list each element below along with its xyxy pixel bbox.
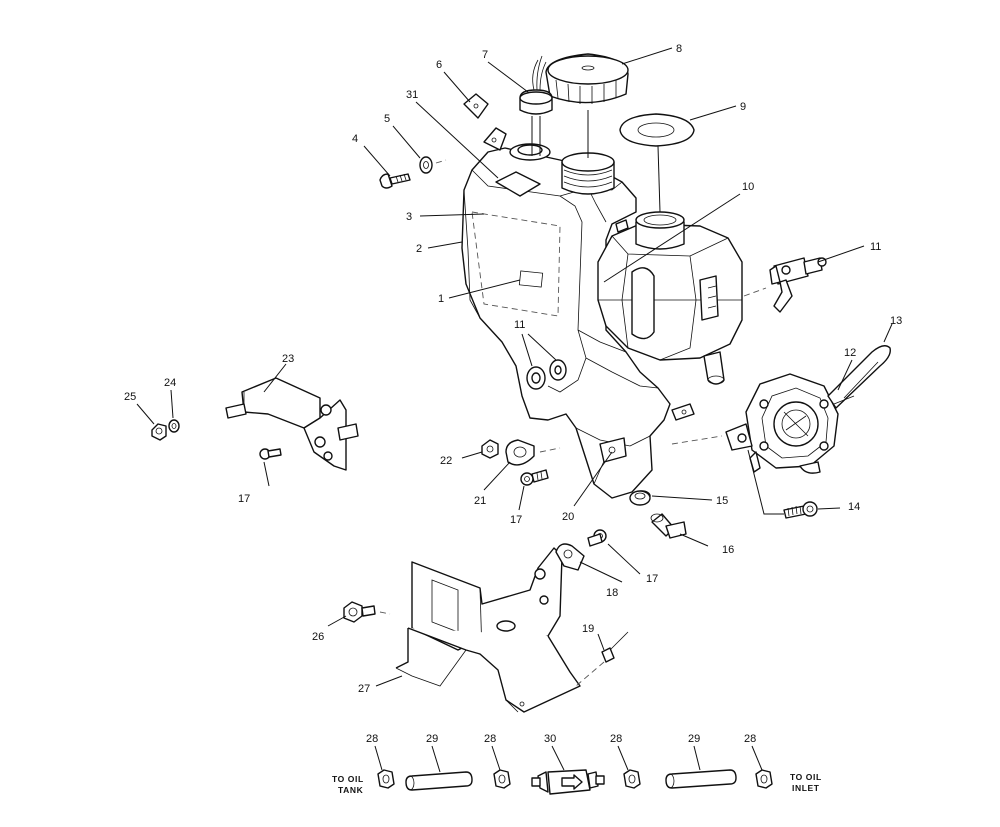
callout-28-c: 28 [610, 733, 622, 745]
callout-5: 5 [384, 113, 390, 125]
shutoff-valve [743, 257, 827, 313]
leader-lines [136, 47, 893, 773]
callout-13: 13 [890, 315, 902, 327]
callout-12: 12 [844, 347, 856, 359]
mounting-bracket-23 [225, 377, 359, 471]
callout-11-side: 11 [514, 319, 525, 331]
callout-10: 10 [742, 181, 754, 193]
callout-28-a: 28 [366, 733, 378, 745]
callout-16: 16 [722, 544, 734, 556]
callout-27: 27 [358, 683, 370, 695]
oil-tank [461, 127, 695, 502]
oil-hose-29-a [405, 771, 473, 791]
support-bracket-27 [395, 547, 581, 713]
callout-17-mid: 17 [510, 514, 522, 526]
captions: TO OIL TANK TO OIL INLET [332, 772, 822, 795]
callout-11-top: 11 [870, 241, 881, 253]
callout-3: 3 [406, 211, 412, 223]
callout-6: 6 [436, 59, 442, 71]
clamp-21 [505, 439, 561, 466]
callout-17-right: 17 [646, 573, 658, 585]
washer-24 [168, 419, 180, 433]
caption-to-oil-tank-line2: TANK [338, 785, 364, 795]
callout-1: 1 [438, 293, 444, 305]
callout-21: 21 [474, 495, 486, 507]
nut-25 [151, 423, 167, 441]
screw-17-lower [587, 529, 607, 547]
callout-30: 30 [544, 733, 556, 745]
callout-15: 15 [716, 495, 728, 507]
tie-strap-19 [575, 631, 629, 687]
caption-to-oil-inlet-line1: TO OIL [790, 772, 822, 782]
oil-pump [671, 345, 891, 474]
callout-18: 18 [606, 587, 618, 599]
hose-clamp-28-d [755, 769, 773, 789]
hose-clamp-28-a [377, 769, 395, 789]
oil-hose-29-b [665, 769, 737, 789]
callout-25: 25 [124, 391, 136, 403]
callout-24: 24 [164, 377, 176, 389]
grommet-15 [629, 490, 651, 506]
caption-to-oil-tank-line1: TO OIL [332, 774, 364, 784]
callout-8: 8 [676, 43, 682, 55]
callout-29-b: 29 [688, 733, 700, 745]
callout-22: 22 [440, 455, 452, 467]
bolt-26 [343, 601, 391, 623]
callout-31: 31 [406, 89, 418, 101]
clip-18 [555, 543, 585, 571]
inline-filter-30 [531, 769, 605, 795]
callout-23: 23 [282, 353, 294, 365]
callouts: 1 2 3 4 5 6 7 8 9 10 11 11 12 13 14 15 1… [124, 43, 902, 745]
callout-9: 9 [740, 101, 746, 113]
callout-2: 2 [416, 243, 422, 255]
level-sender [519, 55, 553, 156]
retaining-clip [463, 93, 489, 119]
callout-20: 20 [562, 511, 574, 523]
screw-17-mid [520, 469, 549, 486]
callout-4: 4 [352, 133, 358, 145]
hose-clamp-28-b [493, 769, 511, 789]
washer-5 [419, 156, 447, 174]
caption-to-oil-inlet-line2: INLET [792, 783, 820, 793]
callout-19: 19 [582, 623, 594, 635]
callout-28-d: 28 [744, 733, 756, 745]
callout-14: 14 [848, 501, 860, 513]
screw-4 [379, 173, 411, 189]
screw-14 [783, 501, 818, 519]
hose-clamp-28-c [623, 769, 641, 789]
cap-gasket [619, 113, 695, 147]
callout-29-a: 29 [426, 733, 438, 745]
callout-28-b: 28 [484, 733, 496, 745]
callout-7: 7 [482, 49, 488, 61]
screw-17-left [259, 448, 282, 460]
callout-26: 26 [312, 631, 324, 643]
callout-17-left: 17 [238, 493, 250, 505]
tank-cap [545, 53, 629, 104]
nut-22 [481, 439, 499, 459]
